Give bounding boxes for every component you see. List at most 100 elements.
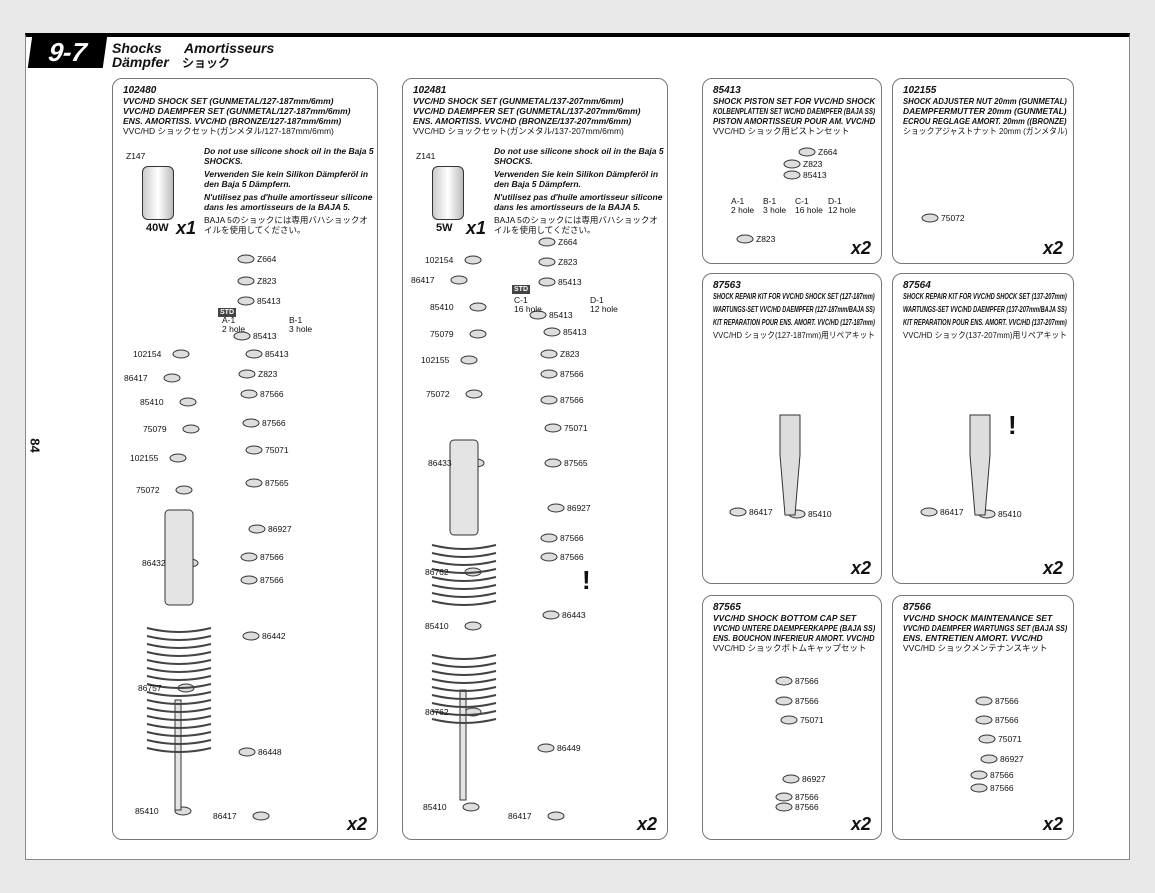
ring-part [775, 802, 793, 812]
ring-part [921, 213, 939, 223]
part-label: Z823 [258, 369, 278, 379]
part-number: 102480 [123, 85, 157, 96]
part-label: 87566 [990, 783, 1014, 793]
ring-part [175, 485, 193, 495]
description-line: KOLBENPLATTEN SET WC/HD DAEMPFER (BAJA S… [713, 106, 876, 116]
part-number: 102155 [903, 85, 937, 96]
description-line: ショックアジャストナット 20mm (ガンメタル) [903, 126, 1068, 136]
oil-weight: 5W [436, 222, 453, 234]
ring-part [736, 234, 754, 244]
ring-part [980, 754, 998, 764]
ring-part [780, 715, 798, 725]
part-label: 86762 [425, 567, 449, 577]
ring-part [464, 255, 482, 265]
part-label: 86927 [567, 503, 591, 513]
part-label: 86927 [802, 774, 826, 784]
ring-part [538, 257, 556, 267]
warning-text: Do not use silicone shock oil in the Baj… [204, 146, 374, 238]
ring-part [469, 329, 487, 339]
part-label: 86762 [425, 707, 449, 717]
description-line: DAEMPFERMUTTER 20mm (GUNMETAL) [903, 106, 1067, 116]
ring-part [970, 783, 988, 793]
ring-part [462, 802, 480, 812]
oil-quantity: x1 [466, 218, 487, 238]
part-label: 75072 [426, 389, 450, 399]
quantity-label: x2 [850, 558, 871, 578]
shock-body [174, 699, 182, 811]
part-number: 87566 [903, 602, 931, 613]
part-label: 87565 [564, 458, 588, 468]
description-line: VVC/HD ショックセット(ガンメタル/137-207mm/6mm) [413, 126, 624, 136]
part-label: C-1 16 hole [514, 295, 542, 314]
ring-part [540, 349, 558, 359]
part-label: 86417 [124, 373, 148, 383]
part-label: 87566 [262, 418, 286, 428]
part-label: 85410 [423, 802, 447, 812]
part-label: D-1 12 hole [590, 295, 618, 314]
ring-part [169, 453, 187, 463]
description-line: WARTUNGS-SET VVC/HD DAEMPFER (137-207mm/… [903, 304, 1067, 314]
ring-part [540, 395, 558, 405]
warning-line: Verwenden Sie kein Silikon Dämpferöl in … [494, 169, 659, 189]
ring-part [242, 418, 260, 428]
shock-body [164, 509, 194, 606]
description-line: ENS. AMORTISS. VVC/HD (BRONZE/127-187mm/… [123, 116, 342, 126]
part-label: 86417 [940, 507, 964, 517]
part-label: Z823 [560, 349, 580, 359]
description-line: SHOCK REPAIR KIT FOR VVC/HD SHOCK SET (1… [713, 291, 875, 301]
part-label: 86927 [268, 524, 292, 534]
ring-part [547, 811, 565, 821]
description-line: KIT REPARATION POUR ENS. AMORT. VVC/HD (… [903, 317, 1067, 327]
ring-part [729, 507, 747, 517]
warning-text: Do not use silicone shock oil in the Baj… [494, 146, 664, 238]
ring-part [182, 424, 200, 434]
description-line: VVC/HD DAEMPFER SET (GUNMETAL/127-187mm/… [123, 106, 351, 116]
ring-part [237, 296, 255, 306]
part-label: 87566 [560, 395, 584, 405]
part-number: 87565 [713, 602, 741, 613]
description-line: ENS. ENTRETIEN AMORT. VVC/HD [903, 633, 1043, 643]
ring-part [975, 696, 993, 706]
ring-part [469, 302, 487, 312]
ring-part [544, 458, 562, 468]
warning-line: Do not use silicone shock oil in the Baj… [204, 146, 374, 166]
ring-part [783, 159, 801, 169]
part-label: 86757 [138, 683, 162, 693]
ring-part [540, 552, 558, 562]
notice-icon: ! [582, 565, 591, 595]
part-label: Z823 [558, 257, 578, 267]
part-label: A-1 2 hole [731, 196, 755, 215]
description-line: VVC/HD ショック用ピストンセット [713, 126, 850, 136]
part-label: 85413 [558, 277, 582, 287]
part-label: 86417 [508, 811, 532, 821]
description-line: ENS. BOUCHON INFERIEUR AMORT. VVC/HD [713, 633, 875, 643]
description-line: ECROU REGLAGE AMORT. 20mm ((BRONZE) [903, 116, 1067, 126]
shock-body [449, 439, 479, 536]
part-label: 86442 [262, 631, 286, 641]
ring-part [783, 170, 801, 180]
shock-body [969, 414, 991, 516]
part-label: 87566 [260, 552, 284, 562]
part-label: 86927 [1000, 754, 1024, 764]
ring-part [782, 774, 800, 784]
part-label: 85410 [425, 621, 449, 631]
description-line: VVC/HD ショックボトムキャップセット [713, 643, 867, 653]
part-label: Z823 [756, 234, 776, 244]
description-line: VVC/HD ショックセット(ガンメタル/127-187mm/6mm) [123, 126, 334, 136]
part-label: Z664 [818, 147, 838, 157]
quantity-label: x2 [1042, 814, 1063, 834]
part-label: 87566 [795, 696, 819, 706]
part-label: 85410 [140, 397, 164, 407]
ring-part [537, 743, 555, 753]
part-label: 87565 [265, 478, 289, 488]
part-label: A-1 2 hole [222, 315, 246, 334]
part-label: Z823 [803, 159, 823, 169]
